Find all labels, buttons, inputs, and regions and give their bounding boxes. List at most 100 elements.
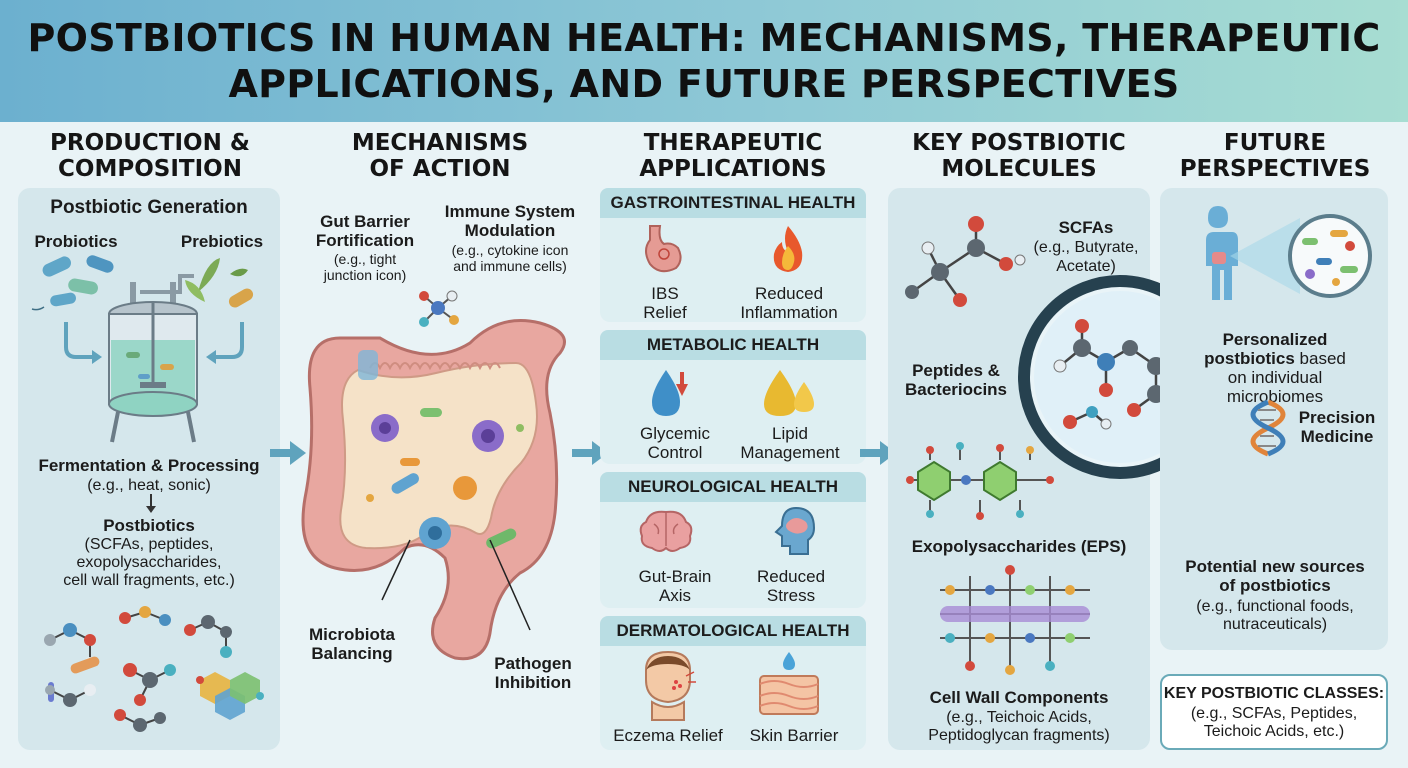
gut-barrier-label: Gut Barrier Fortification bbox=[300, 212, 430, 250]
column-title-production: PRODUCTION & COMPOSITION bbox=[20, 130, 280, 182]
column-title-line: MOLECULES bbox=[941, 156, 1097, 182]
production-panel bbox=[18, 188, 280, 750]
cell-wall-label: Cell Wall Components bbox=[929, 688, 1109, 707]
probiotics-label: Probiotics bbox=[34, 232, 118, 251]
column-title-molecules: KEY POSTBIOTIC MOLECULES bbox=[888, 130, 1150, 182]
ibs-relief-label: IBS Relief bbox=[615, 284, 715, 322]
inflammation-line: Reduced bbox=[754, 284, 824, 303]
key-classes-example-line2: Teichoic Acids, etc.) bbox=[1203, 723, 1345, 740]
cell-wall-example-line2: Peptidoglycan fragments) bbox=[928, 727, 1110, 744]
precision-line: Precision bbox=[1298, 408, 1376, 427]
personalized-bold: Personalized bbox=[1222, 330, 1328, 349]
gi-health-header: GASTROINTESTINAL HEALTH bbox=[600, 188, 866, 218]
peptides-label: Peptides & Bacteriocins bbox=[896, 361, 1016, 399]
face-eczema-icon bbox=[645, 650, 696, 721]
flame-icon bbox=[773, 226, 803, 272]
prebiotic-plant-icon bbox=[185, 258, 254, 308]
key-classes-title: KEY POSTBIOTIC CLASSES: bbox=[1163, 685, 1385, 702]
reduced-inflammation-label: Reduced Inflammation bbox=[728, 284, 850, 322]
scfa-example-line2: Acetate) bbox=[1056, 258, 1116, 275]
scfa-label: SCFAs bbox=[1058, 218, 1114, 237]
ibs-line: IBS bbox=[651, 284, 679, 303]
postbiotic-molecules-illustration bbox=[44, 606, 264, 732]
lipid-line: Management bbox=[740, 443, 840, 462]
immune-example-line: (e.g., cytokine icon bbox=[451, 242, 569, 258]
postbiotics-list-line1: (SCFAs, peptides, bbox=[84, 536, 214, 553]
new-sources-example-line2: nutraceuticals) bbox=[1222, 616, 1328, 633]
gut-barrier-example: (e.g., tight junction icon) bbox=[300, 251, 430, 283]
personalized-line: microbiomes bbox=[1226, 387, 1324, 406]
glucose-drop-icon bbox=[652, 370, 688, 416]
gut-barrier-example-line: (e.g., tight bbox=[333, 251, 397, 267]
lipid-line: Lipid bbox=[772, 424, 808, 443]
dna-icon bbox=[1250, 399, 1286, 457]
brain-icon bbox=[639, 510, 693, 552]
column-title-line: COMPOSITION bbox=[58, 156, 242, 182]
immune-modulation-example: (e.g., cytokine icon and immune cells) bbox=[430, 242, 590, 274]
key-classes-box bbox=[1160, 674, 1388, 750]
immune-example-line: and immune cells) bbox=[453, 258, 567, 274]
postbiotics-list-line2: exopolysaccharides, bbox=[76, 554, 222, 571]
column-title-line: MECHANISMS bbox=[351, 130, 529, 156]
gut-brain-line: Axis bbox=[658, 586, 692, 605]
column-title-line: PERSPECTIVES bbox=[1179, 156, 1371, 182]
neurological-health-header: NEUROLOGICAL HEALTH bbox=[600, 472, 866, 502]
cytokine-icon bbox=[419, 290, 459, 327]
pathogen-line: Pathogen bbox=[494, 654, 572, 673]
postbiotics-label: Postbiotics bbox=[103, 516, 195, 535]
stress-line: Reduced bbox=[756, 567, 826, 586]
title-line-2: APPLICATIONS, AND FUTURE PERSPECTIVES bbox=[228, 62, 1180, 106]
column-title-line: PRODUCTION & bbox=[50, 130, 250, 156]
immune-line: Immune System bbox=[444, 202, 576, 221]
peptides-line: Peptides & bbox=[912, 361, 1000, 380]
sources-line: of postbiotics bbox=[1219, 576, 1331, 595]
lipid-management-label: Lipid Management bbox=[730, 424, 850, 462]
intestine-illustration bbox=[301, 290, 566, 661]
microbiota-balancing-label: Microbiota Balancing bbox=[292, 625, 412, 663]
immune-line: Modulation bbox=[464, 221, 556, 240]
cell-wall-example-line1: (e.g., Teichoic Acids, bbox=[946, 709, 1092, 726]
fermentation-example: (e.g., heat, sonic) bbox=[87, 477, 211, 494]
pathogen-line: Inhibition bbox=[494, 673, 572, 692]
precision-medicine-label: Precision Medicine bbox=[1292, 408, 1382, 446]
postbiotic-generation-heading: Postbiotic Generation bbox=[50, 197, 248, 218]
eps-molecule-icon bbox=[906, 442, 1054, 520]
inflammation-line: Inflammation bbox=[740, 303, 838, 322]
title-banner: POSTBIOTICS IN HUMAN HEALTH: MECHANISMS,… bbox=[0, 0, 1408, 122]
column-title-future: FUTURE PERSPECTIVES bbox=[1160, 130, 1390, 182]
eps-label: Exopolysaccharides (EPS) bbox=[911, 537, 1127, 556]
probiotic-bacteria-icon bbox=[31, 255, 114, 311]
title-line-1: POSTBIOTICS IN HUMAN HEALTH: MECHANISMS,… bbox=[27, 16, 1381, 60]
fermentation-label: Fermentation & Processing bbox=[38, 456, 260, 475]
cell-wall-icon bbox=[940, 565, 1090, 675]
scfa-example-line1: (e.g., Butyrate, bbox=[1033, 239, 1139, 256]
glycemic-line: Glycemic bbox=[640, 424, 710, 443]
gut-brain-line: Gut-Brain bbox=[638, 567, 712, 586]
column-title-line: KEY POSTBIOTIC bbox=[912, 130, 1126, 156]
prebiotics-label: Prebiotics bbox=[180, 232, 264, 251]
column-title-therapeutic: THERAPEUTIC APPLICATIONS bbox=[598, 130, 868, 182]
pathogen-inhibition-label: Pathogen Inhibition bbox=[478, 654, 588, 692]
gut-brain-axis-label: Gut-Brain Axis bbox=[620, 567, 730, 605]
skin-barrier-icon bbox=[759, 652, 819, 715]
personalized-postbiotics-text: Personalized postbiotics based on indivi… bbox=[1162, 330, 1388, 406]
glycemic-control-label: Glycemic Control bbox=[620, 424, 730, 462]
personalized-microbiome-illustration bbox=[1204, 206, 1372, 300]
column-title-line: OF ACTION bbox=[369, 156, 511, 182]
sources-line: Potential new sources bbox=[1185, 557, 1365, 576]
down-arrow-icon bbox=[146, 494, 156, 514]
postbiotics-list-line3: cell wall fragments, etc.) bbox=[63, 572, 235, 589]
personalized-rest: based bbox=[1294, 349, 1346, 368]
key-classes-example-line1: (e.g., SCFAs, Peptides, bbox=[1190, 705, 1358, 722]
eczema-relief-label: Eczema Relief bbox=[613, 726, 723, 745]
column-title-line: THERAPEUTIC bbox=[643, 130, 823, 156]
new-sources-example-line1: (e.g., functional foods, bbox=[1196, 598, 1354, 615]
flow-arrow-icon bbox=[270, 441, 306, 465]
lipid-drops-icon bbox=[764, 370, 814, 416]
microbiota-line: Balancing bbox=[311, 644, 393, 663]
stomach-icon bbox=[645, 225, 682, 273]
personalized-line: on individual bbox=[1227, 368, 1323, 387]
new-sources-label: Potential new sources of postbiotics bbox=[1162, 557, 1388, 595]
immune-modulation-label: Immune System Modulation bbox=[430, 202, 590, 240]
precision-line: Medicine bbox=[1300, 427, 1374, 446]
